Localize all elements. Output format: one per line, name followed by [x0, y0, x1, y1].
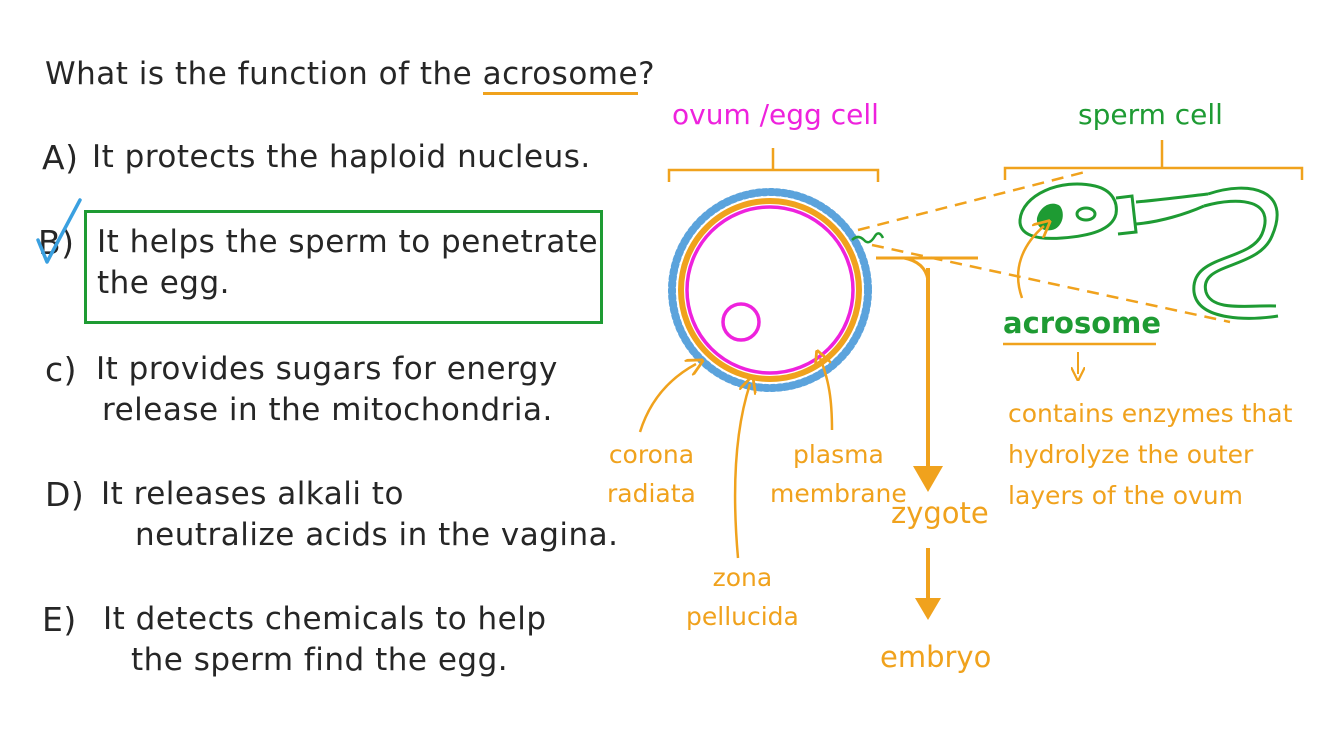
option-e-line-2: the sperm find the egg. — [131, 642, 509, 678]
acrosome-cap — [1036, 203, 1063, 231]
ovum-title: ovum /egg cell — [672, 98, 879, 131]
ovum-bracket — [667, 148, 880, 182]
question-keyword-acrosome: acrosome — [482, 56, 639, 95]
acrosome-note-line-3: layers of the ovum — [1008, 481, 1243, 510]
option-c[interactable]: c) — [45, 349, 77, 392]
corona-label-line-2: radiata — [607, 479, 696, 508]
option-b-line-1: It helps the sperm to penetrate — [97, 224, 599, 260]
option-e-text: It detects chemicals to help the sperm f… — [103, 599, 547, 681]
zona-label-line-1: zona — [712, 563, 773, 592]
plasma-arrow — [820, 358, 834, 431]
tiny-sperm-icon — [851, 232, 885, 244]
option-e-line-1: It detects chemicals to help — [103, 601, 547, 637]
acrosome-arrow — [1016, 226, 1044, 299]
embryo-label: embryo — [880, 640, 992, 674]
correct-answer-box — [84, 210, 603, 324]
option-b-line-2: the egg. — [97, 265, 231, 301]
option-a-letter: A) — [42, 138, 79, 177]
acrosome-note-line-2: hydrolyze the outer — [1008, 440, 1254, 469]
zona-pellucida — [678, 198, 862, 382]
option-e-letter: E) — [42, 600, 77, 639]
acrosome-note: contains enzymes that hydrolyze the oute… — [1008, 393, 1292, 516]
embryo-arrowhead — [915, 598, 941, 620]
question-prefix: What is the function of the — [45, 56, 483, 92]
option-c-letter: c) — [45, 350, 78, 389]
zygote-arrowhead — [913, 466, 943, 492]
option-d[interactable]: D) — [45, 474, 84, 517]
checkmark-icon — [36, 198, 82, 264]
ovum-nucleus — [721, 302, 761, 342]
plasma-membrane — [685, 205, 855, 375]
zona-label: zona pellucida — [686, 558, 799, 636]
option-d-letter: D) — [45, 475, 85, 514]
acrosome-label: acrosome — [1003, 306, 1162, 340]
option-a-text: It protects the haploid nucleus. — [92, 139, 591, 175]
zygote-label: zygote — [891, 496, 989, 530]
option-c-line-2: release in the mitochondria. — [102, 392, 553, 428]
corona-label: corona radiata — [607, 435, 696, 513]
option-c-line-1: It provides sugars for energy — [96, 351, 558, 387]
corona-label-line-1: corona — [608, 440, 695, 469]
acrosome-note-line-1: contains enzymes that — [1008, 399, 1293, 428]
corona-radiata — [668, 188, 872, 392]
question-suffix: ? — [638, 56, 656, 92]
sperm-bracket — [1003, 140, 1304, 180]
option-a[interactable]: A) It protects the haploid nucleus. — [42, 137, 590, 180]
option-e[interactable]: E) — [42, 599, 77, 642]
plasma-label-line-1: plasma — [792, 440, 884, 469]
option-d-line-2: neutralize acids in the vagina. — [135, 517, 619, 553]
option-b-text: It helps the sperm to penetrate the egg. — [97, 222, 598, 304]
option-d-text: It releases alkali to neutralize acids i… — [101, 474, 619, 556]
plasma-label-line-2: membrane — [770, 479, 907, 508]
sperm-title: sperm cell — [1078, 98, 1223, 131]
option-c-text: It provides sugars for energy release in… — [96, 349, 558, 431]
corona-arrow — [638, 364, 696, 433]
question-text: What is the function of the acrosome? — [45, 56, 656, 95]
option-d-line-1: It releases alkali to — [101, 476, 404, 512]
plasma-label: plasma membrane — [770, 435, 907, 513]
sperm-cell-drawing — [1018, 182, 1279, 320]
zona-label-line-2: pellucida — [686, 602, 799, 631]
zona-arrow — [733, 384, 750, 559]
